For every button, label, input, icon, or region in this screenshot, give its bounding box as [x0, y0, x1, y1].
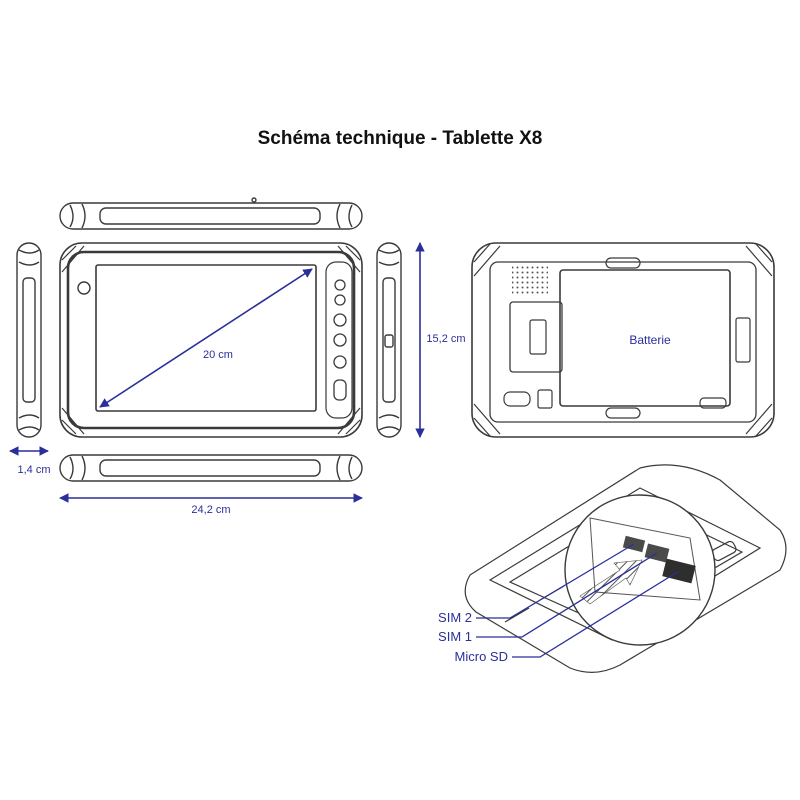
back-view [471, 242, 775, 438]
microsd-label: Micro SD [455, 649, 508, 664]
height-label: 15,2 cm [426, 333, 465, 345]
microsd-leader [512, 570, 680, 658]
diagram-title: Schéma technique - Tablette X8 [257, 128, 543, 149]
diagonal-arrow [99, 268, 313, 408]
front-view [59, 242, 363, 438]
width-label: 24,2 cm [191, 504, 230, 516]
sim1-label: SIM 1 [438, 629, 472, 644]
thickness-label: 1,4 cm [17, 464, 50, 476]
dimension-arrows [9, 242, 425, 503]
bottom-edge-view [59, 454, 363, 482]
sim2-leader [476, 543, 635, 619]
left-edge-view [16, 242, 42, 438]
battery-label: Batterie [629, 333, 671, 347]
diagonal-label: 20 cm [203, 349, 233, 361]
slot-leader-lines [476, 543, 680, 658]
right-edge-view [376, 242, 402, 438]
top-edge-view [59, 197, 363, 230]
zoom-inset [564, 494, 716, 646]
sim2-label: SIM 2 [438, 610, 472, 625]
sim1-leader [476, 552, 658, 638]
